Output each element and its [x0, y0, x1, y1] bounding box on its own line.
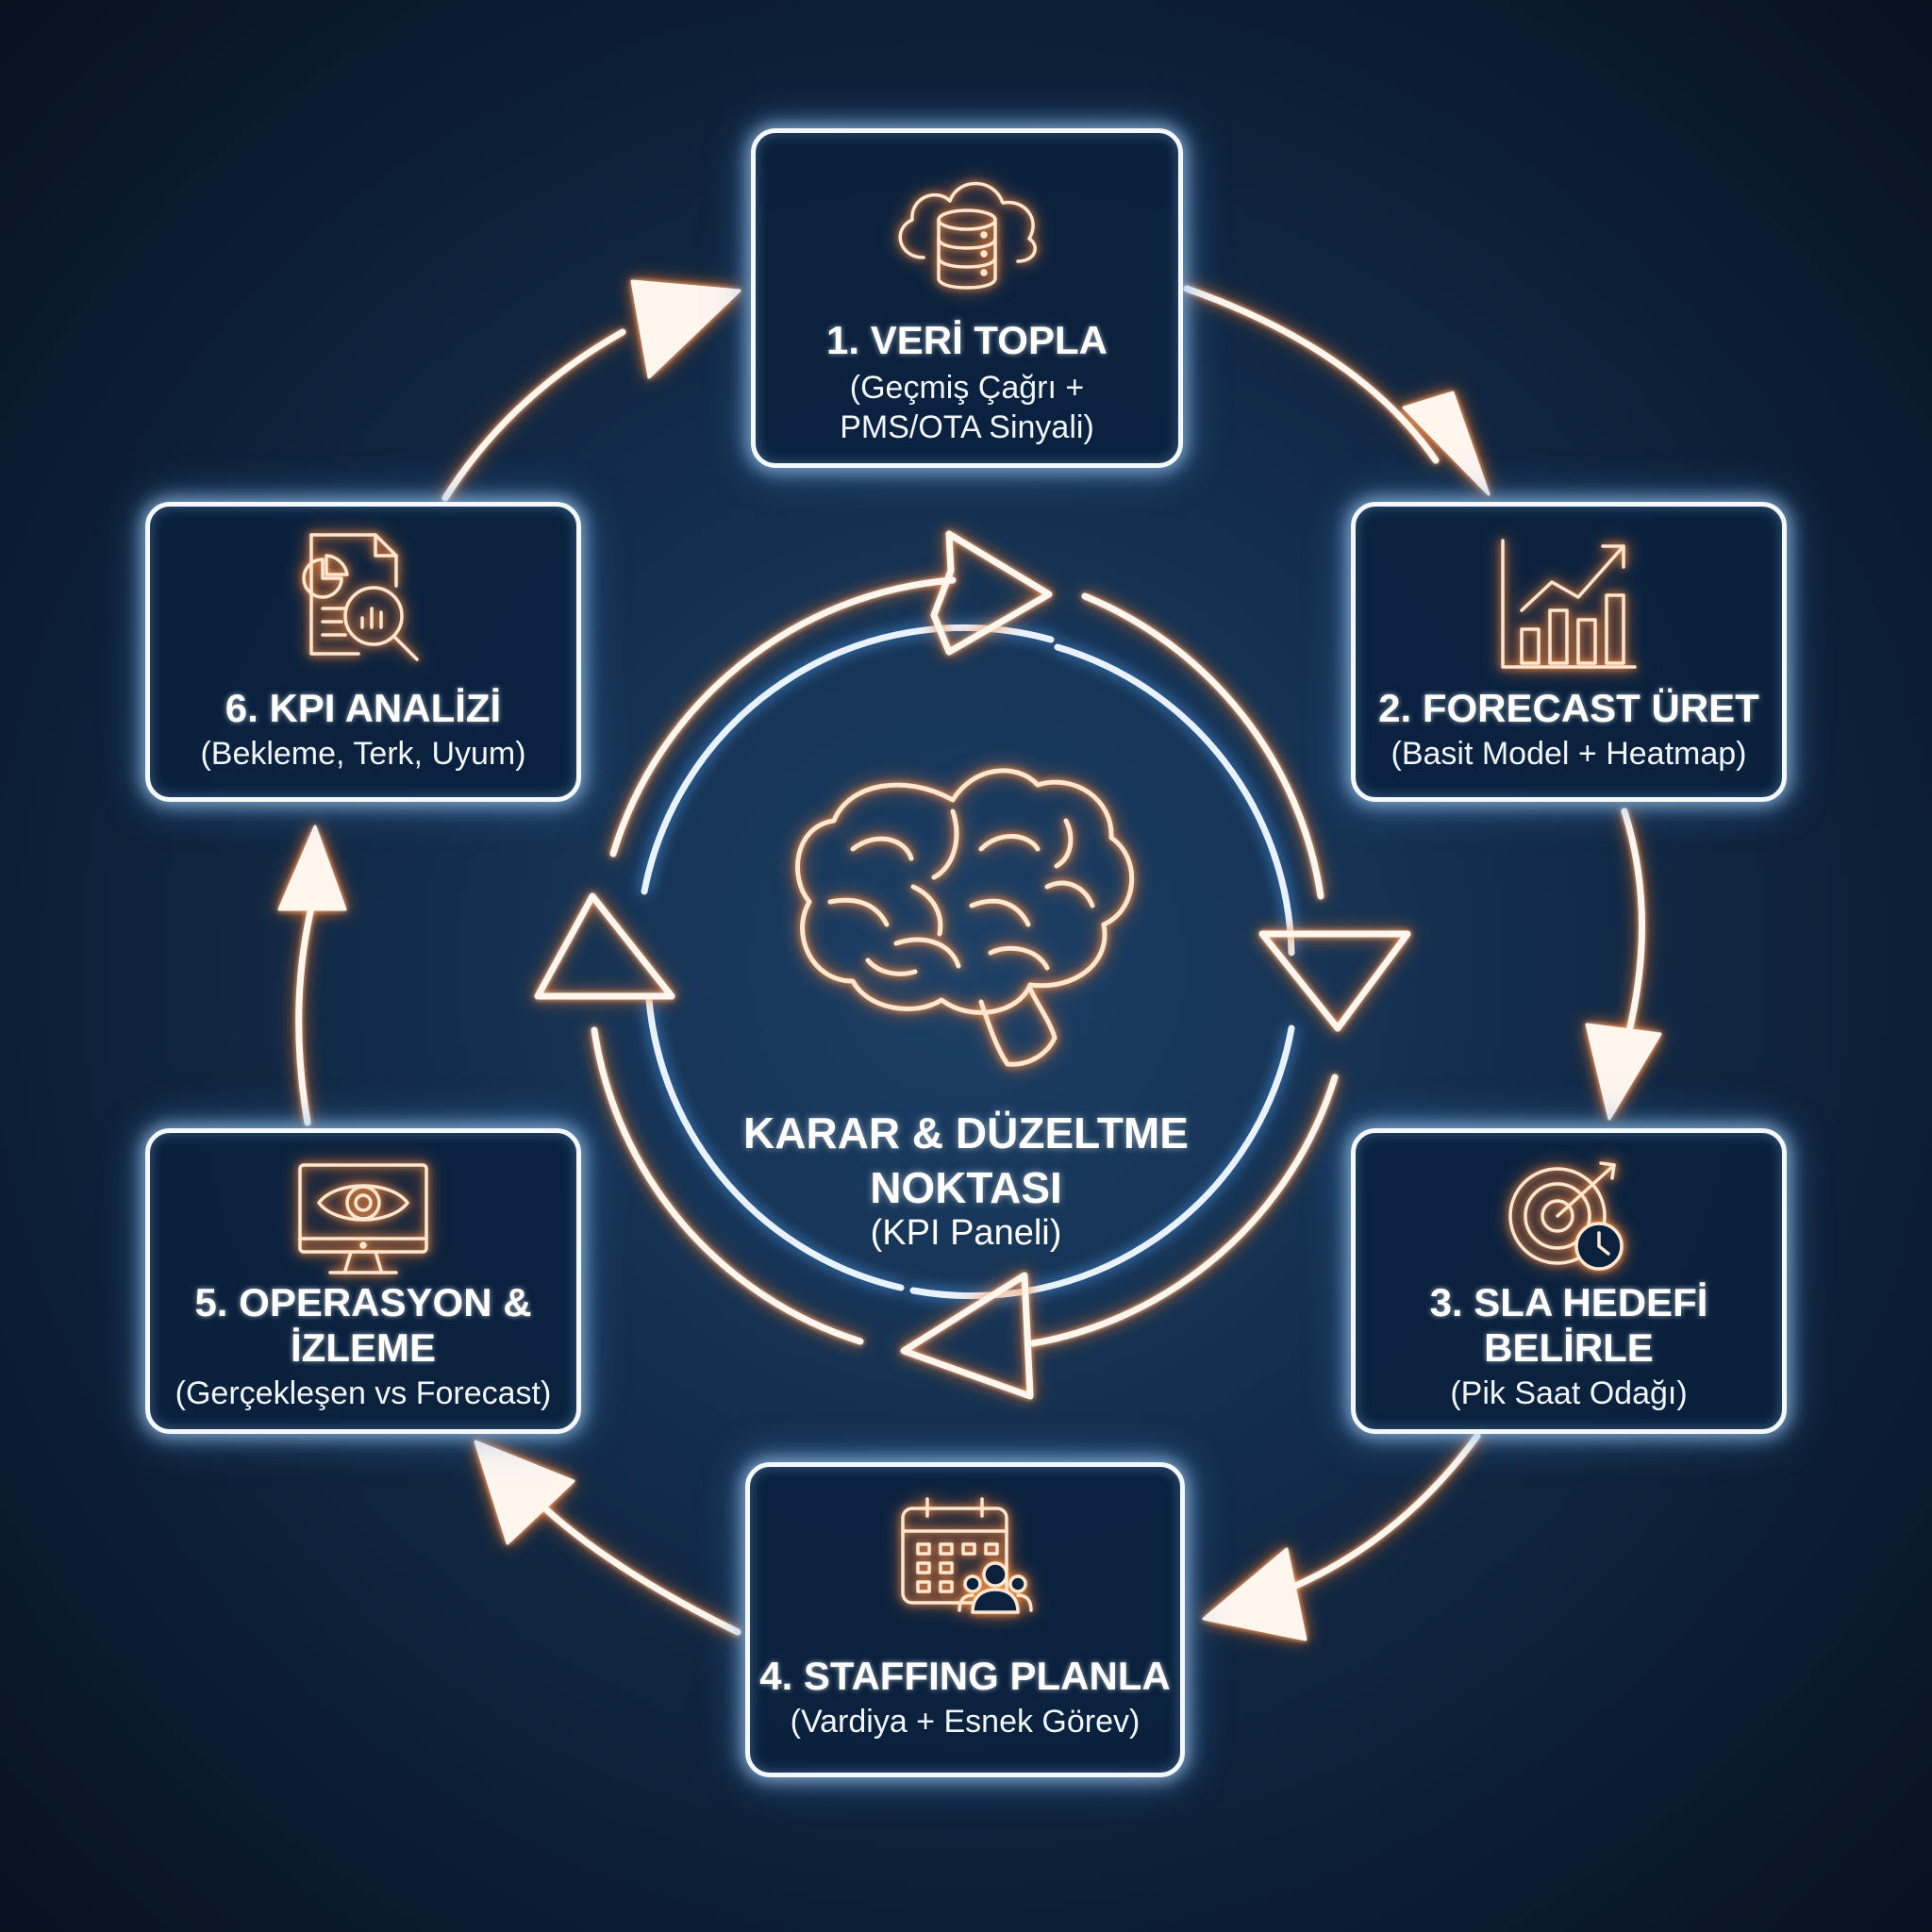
arrow-5-to-6 [295, 889, 319, 1126]
arrow-4-to-5-head [474, 1440, 575, 1545]
center-subtitle: (KPI Paneli) [870, 1213, 1062, 1253]
center-arc-right [1081, 592, 1324, 900]
step-3-title-line-2: BELİRLE [1484, 1325, 1654, 1370]
inner-ring-right [1054, 643, 1295, 957]
step-4-subtitle: (Vardiya + Esnek Görev) [790, 1704, 1141, 1740]
center-arrowhead-right [1258, 930, 1411, 1032]
step-6-title: 6. KPI ANALİZİ [225, 686, 502, 730]
step-1-title: 1. VERİ TOPLA [826, 318, 1108, 362]
step-4-box: 4. STAFFING PLANLA (Vardiya + Esnek Göre… [745, 1462, 1185, 1777]
report-magnifier-icon [302, 533, 419, 661]
center-title: KARAR & DÜZELTME NOKTASI [683, 1106, 1249, 1215]
arrow-6-to-1-head [630, 279, 741, 379]
arrow-1-to-2 [1183, 285, 1440, 464]
inner-ring-left [645, 996, 905, 1291]
step-4-title: 4. STAFFING PLANLA [759, 1654, 1171, 1698]
step-1-subtitle-line-2: PMS/OTA Sinyali) [840, 409, 1094, 445]
step-2-title: 2. FORECAST ÜRET [1378, 686, 1759, 730]
target-clock-icon [1508, 1161, 1624, 1271]
step-2-box: 2. FORECAST ÜRET (Basit Model + Heatmap) [1351, 502, 1787, 802]
step-5-title-line-1: 5. OPERASYON & [194, 1280, 532, 1324]
step-3-box: 3. SLA HEDEFİ BELİRLE (Pik Saat Odağı) [1351, 1128, 1787, 1434]
center-arc-bottom [1029, 1074, 1339, 1347]
step-3-subtitle: (Pik Saat Odağı) [1450, 1375, 1688, 1411]
arrow-3-to-4 [1272, 1432, 1481, 1598]
step-2-subtitle: (Basit Model + Heatmap) [1391, 736, 1747, 772]
center-title-line-1: KARAR & DÜZELTME [743, 1108, 1189, 1158]
arrow-4-to-5 [530, 1494, 741, 1636]
step-1-box: 1. VERİ TOPLA (Geçmiş Çağrı + PMS/OTA Si… [751, 128, 1183, 468]
cloud-database-icon [898, 181, 1037, 290]
center-arrowhead-left [534, 892, 675, 1000]
center-arc-left [591, 1026, 864, 1345]
arrow-2-to-3-head [1585, 1023, 1662, 1121]
arrow-3-to-4-head [1202, 1547, 1307, 1641]
arrow-2-to-3 [1619, 808, 1645, 1060]
step-5-box: 5. OPERASYON & İZLEME (Gerçekleşen vs Fo… [145, 1128, 581, 1434]
inner-ring-top [641, 624, 1055, 895]
calendar-team-icon [901, 1497, 1033, 1614]
monitor-eye-icon [298, 1163, 428, 1274]
step-6-box: 6. KPI ANALİZİ (Bekleme, Terk, Uyum) [145, 502, 581, 802]
arrow-5-to-6-head [277, 824, 347, 911]
center-arrowhead-top [930, 530, 1053, 656]
bar-chart-trend-icon [1501, 539, 1637, 669]
arrow-1-to-2-head [1402, 391, 1491, 496]
step-1-subtitle-line-1: (Geçmiş Çağrı + [849, 370, 1085, 406]
step-5-subtitle: (Gerçekleşen vs Forecast) [175, 1375, 552, 1411]
brain-icon [795, 768, 1135, 1067]
step-5-title-line-2: İZLEME [291, 1325, 436, 1370]
arrow-6-to-1 [441, 328, 626, 502]
center-arrowhead-bottom [900, 1272, 1034, 1400]
step-3-title-line-1: 3. SLA HEDEFİ [1429, 1280, 1708, 1324]
center-title-line-2: NOKTASI [870, 1163, 1062, 1212]
step-6-subtitle: (Bekleme, Terk, Uyum) [200, 736, 526, 772]
center-arc-top [609, 576, 957, 858]
